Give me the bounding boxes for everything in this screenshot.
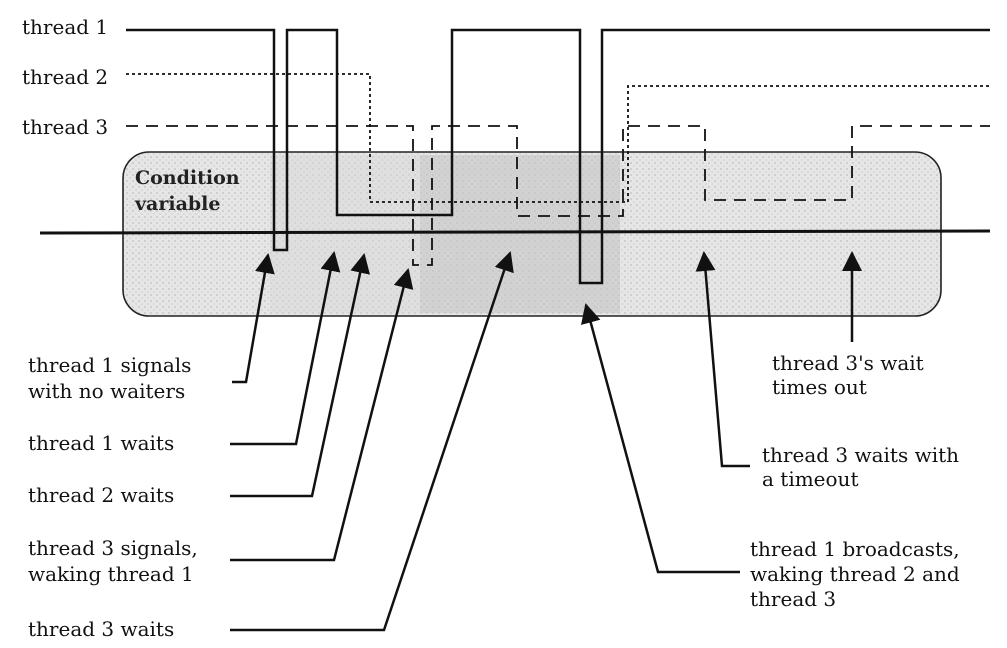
- baseline: [39, 229, 991, 235]
- shaded-region-light: [270, 155, 420, 313]
- annotation-t3-timeout: thread 3's wait times out: [772, 251, 924, 399]
- annotation-t3-signals: thread 3 signals, waking thread 1: [28, 268, 414, 586]
- annotation-line: thread 2 waits: [28, 483, 174, 507]
- annotation-line: thread 3's wait: [772, 351, 924, 375]
- thread-2-trace: [126, 73, 990, 203]
- annotation-t2-waits: thread 2 waits: [28, 253, 370, 507]
- annotation-t3-waits-timeout: thread 3 waits with a timeout: [695, 251, 959, 491]
- annotation-line: thread 3 signals,: [28, 536, 198, 560]
- annotation-line: thread 1 broadcasts,: [750, 537, 960, 561]
- annotation-t1-waits: thread 1 waits: [28, 251, 341, 455]
- annotation-line: thread 1 waits: [28, 431, 174, 455]
- annotation-line: waking thread 2 and: [750, 562, 960, 586]
- annotation-t1-signals-no-waiters: thread 1 signals with no waiters: [28, 253, 275, 403]
- annotation-line: thread 3: [750, 587, 836, 611]
- variable-label: variable: [134, 193, 220, 215]
- shaded-region-dark: [420, 155, 620, 313]
- thread-1-label: thread 1: [22, 15, 108, 39]
- annotation-t3-waits: thread 3 waits: [28, 251, 514, 641]
- annotation-line: thread 3 waits: [28, 617, 174, 641]
- annotation-line: times out: [772, 375, 867, 399]
- annotation-t1-broadcast: thread 1 broadcasts, waking thread 2 and…: [581, 303, 960, 611]
- annotation-line: a timeout: [762, 467, 858, 491]
- thread-1-trace: [126, 28, 990, 285]
- annotation-line: with no waiters: [28, 379, 185, 403]
- annotation-line: waking thread 1: [28, 562, 194, 586]
- thread-3-trace: [126, 125, 990, 266]
- thread-2-label: thread 2: [22, 65, 108, 89]
- annotation-line: thread 1 signals: [28, 353, 191, 377]
- thread-3-label: thread 3: [22, 115, 108, 139]
- annotation-line: thread 3 waits with: [762, 443, 959, 467]
- condition-label: Condition: [135, 167, 240, 189]
